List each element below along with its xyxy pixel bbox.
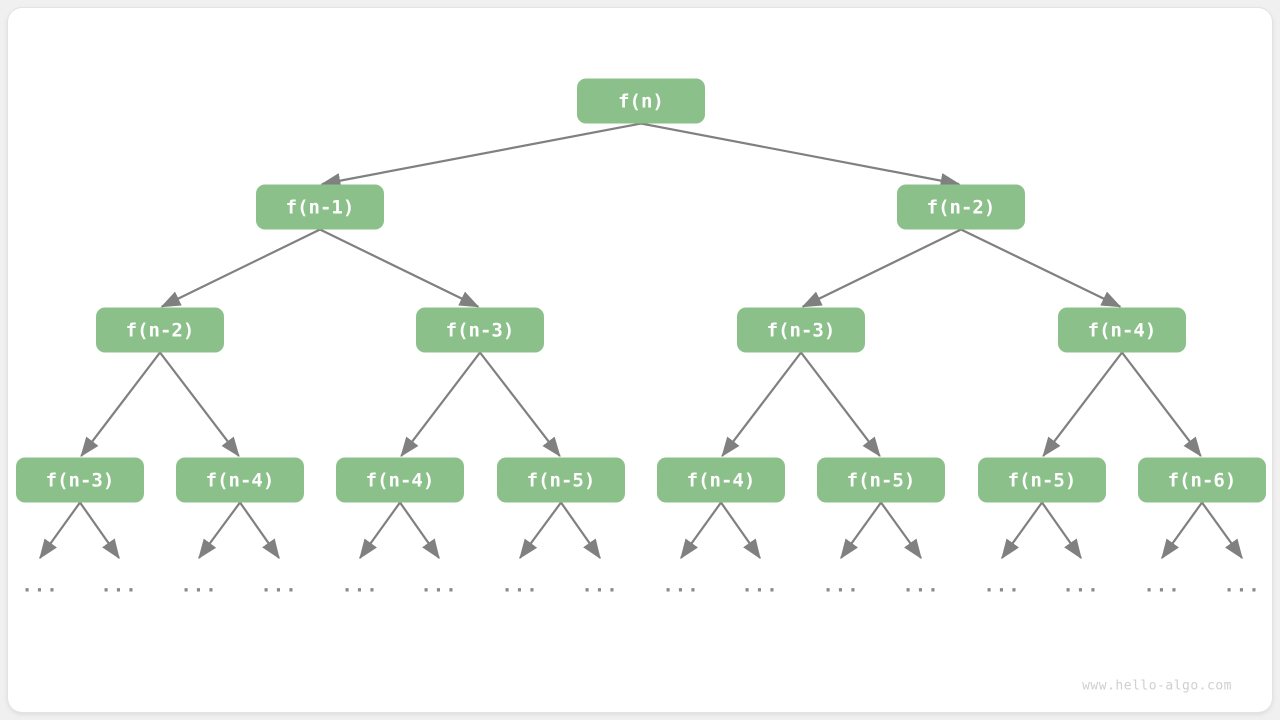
node-label: f(n) bbox=[618, 91, 664, 113]
edge-n2-to-n6 bbox=[960, 228, 1122, 308]
node-box bbox=[1058, 307, 1186, 353]
tree-node-n7[interactable]: f(n-3) bbox=[16, 457, 144, 503]
ellipsis-7: ... bbox=[581, 575, 618, 597]
node-box bbox=[176, 457, 304, 503]
diagram-card: f(n) f(n-1) f(n-2) f(n-2) f(n-3) f(n-3) f(n-4)… bbox=[8, 8, 1272, 712]
node-box bbox=[657, 457, 785, 503]
tree-node-n11[interactable]: f(n-4) bbox=[657, 457, 785, 503]
edge-n0-to-n1 bbox=[320, 122, 642, 189]
leaf-edge-n10-6 bbox=[519, 501, 562, 560]
node-label: f(n-2) bbox=[126, 320, 195, 342]
node-label: f(n-3) bbox=[767, 320, 836, 342]
node-box bbox=[336, 457, 464, 503]
edge-n4-to-n10 bbox=[479, 351, 561, 457]
node-label: f(n-6) bbox=[1168, 470, 1237, 492]
node-box bbox=[1138, 457, 1266, 503]
leaf-edge-n7-1 bbox=[79, 501, 120, 560]
leaf-edge-n12-11 bbox=[880, 501, 922, 560]
ellipsis-5: ... bbox=[420, 575, 457, 597]
node-box bbox=[897, 184, 1025, 230]
tree-node-n13[interactable]: f(n-5) bbox=[978, 457, 1106, 503]
tree-node-n1[interactable]: f(n-1) bbox=[256, 184, 384, 230]
ellipsis-9: ... bbox=[741, 575, 778, 597]
edge-n6-to-n13 bbox=[1042, 351, 1123, 457]
leaf-edge-n8-3 bbox=[239, 501, 280, 560]
leaf-edge-n7-0 bbox=[39, 501, 81, 560]
ellipsis-2: ... bbox=[180, 575, 217, 597]
edge-n4-to-n9 bbox=[400, 351, 481, 457]
edge-n3-to-n7 bbox=[80, 351, 161, 457]
node-label: f(n-5) bbox=[847, 470, 916, 492]
edge-n5-to-n11 bbox=[721, 351, 802, 457]
tree-nodes: f(n) f(n-1) f(n-2) f(n-2) f(n-3) f(n-3) f(n-4)… bbox=[16, 78, 1266, 503]
node-label: f(n-5) bbox=[1008, 470, 1077, 492]
leaf-edge-n9-4 bbox=[359, 501, 401, 560]
tree-node-n4[interactable]: f(n-3) bbox=[416, 307, 544, 353]
tree-ellipsis-row: ........................................… bbox=[21, 575, 1260, 597]
node-box bbox=[416, 307, 544, 353]
node-label: f(n-4) bbox=[366, 470, 435, 492]
leaf-edge-n14-15 bbox=[1201, 501, 1243, 560]
leaf-edge-n10-7 bbox=[560, 501, 601, 560]
node-box bbox=[577, 78, 705, 124]
ellipsis-4: ... bbox=[341, 575, 378, 597]
node-box bbox=[817, 457, 945, 503]
node-label: f(n-4) bbox=[687, 470, 756, 492]
leaf-edge-n13-13 bbox=[1041, 501, 1082, 560]
node-label: f(n-2) bbox=[927, 197, 996, 219]
node-label: f(n-4) bbox=[206, 470, 275, 492]
edge-n1-to-n3 bbox=[160, 228, 321, 308]
node-box bbox=[256, 184, 384, 230]
node-box bbox=[978, 457, 1106, 503]
tree-node-n9[interactable]: f(n-4) bbox=[336, 457, 464, 503]
ellipsis-0: ... bbox=[21, 575, 58, 597]
ellipsis-6: ... bbox=[501, 575, 538, 597]
ellipsis-8: ... bbox=[662, 575, 699, 597]
node-box bbox=[16, 457, 144, 503]
node-box bbox=[96, 307, 224, 353]
tree-edges bbox=[80, 122, 1202, 457]
ellipsis-3: ... bbox=[260, 575, 297, 597]
ellipsis-12: ... bbox=[983, 575, 1020, 597]
recursion-tree-figure: f(n) f(n-1) f(n-2) f(n-2) f(n-3) f(n-3) f(n-4)… bbox=[16, 78, 1266, 694]
node-label: f(n-3) bbox=[446, 320, 515, 342]
tree-node-n5[interactable]: f(n-3) bbox=[737, 307, 865, 353]
leaf-edge-n12-10 bbox=[840, 501, 882, 560]
tree-node-n2[interactable]: f(n-2) bbox=[897, 184, 1025, 230]
edge-n3-to-n8 bbox=[159, 351, 240, 457]
node-label: f(n-1) bbox=[286, 197, 355, 219]
tree-node-n14[interactable]: f(n-6) bbox=[1138, 457, 1266, 503]
ellipsis-13: ... bbox=[1062, 575, 1099, 597]
tree-node-n6[interactable]: f(n-4) bbox=[1058, 307, 1186, 353]
edge-n6-to-n14 bbox=[1121, 351, 1202, 457]
ellipsis-14: ... bbox=[1143, 575, 1180, 597]
tree-leaf-edges bbox=[39, 501, 1243, 560]
leaf-edge-n9-5 bbox=[399, 501, 440, 560]
tree-node-n10[interactable]: f(n-5) bbox=[497, 457, 625, 503]
node-label: f(n-5) bbox=[527, 470, 596, 492]
tree-node-n0[interactable]: f(n) bbox=[577, 78, 705, 124]
tree-node-n3[interactable]: f(n-2) bbox=[96, 307, 224, 353]
leaf-edge-n13-12 bbox=[1001, 501, 1043, 560]
ellipsis-1: ... bbox=[100, 575, 137, 597]
node-label: f(n-4) bbox=[1088, 320, 1157, 342]
edge-n5-to-n12 bbox=[800, 351, 881, 457]
node-box bbox=[497, 457, 625, 503]
leaf-edge-n14-14 bbox=[1161, 501, 1203, 560]
node-label: f(n-3) bbox=[46, 470, 115, 492]
edge-n0-to-n2 bbox=[640, 122, 961, 189]
tree-node-n12[interactable]: f(n-5) bbox=[817, 457, 945, 503]
node-box bbox=[737, 307, 865, 353]
leaf-edge-n11-9 bbox=[720, 501, 761, 560]
ellipsis-15: ... bbox=[1223, 575, 1260, 597]
edge-n1-to-n4 bbox=[319, 228, 480, 308]
tree-node-n8[interactable]: f(n-4) bbox=[176, 457, 304, 503]
leaf-edge-n11-8 bbox=[680, 501, 722, 560]
ellipsis-11: ... bbox=[902, 575, 939, 597]
leaf-edge-n8-2 bbox=[198, 501, 241, 560]
edge-n2-to-n5 bbox=[801, 228, 962, 308]
ellipsis-10: ... bbox=[822, 575, 859, 597]
watermark: www.hello-algo.com bbox=[1082, 679, 1232, 694]
